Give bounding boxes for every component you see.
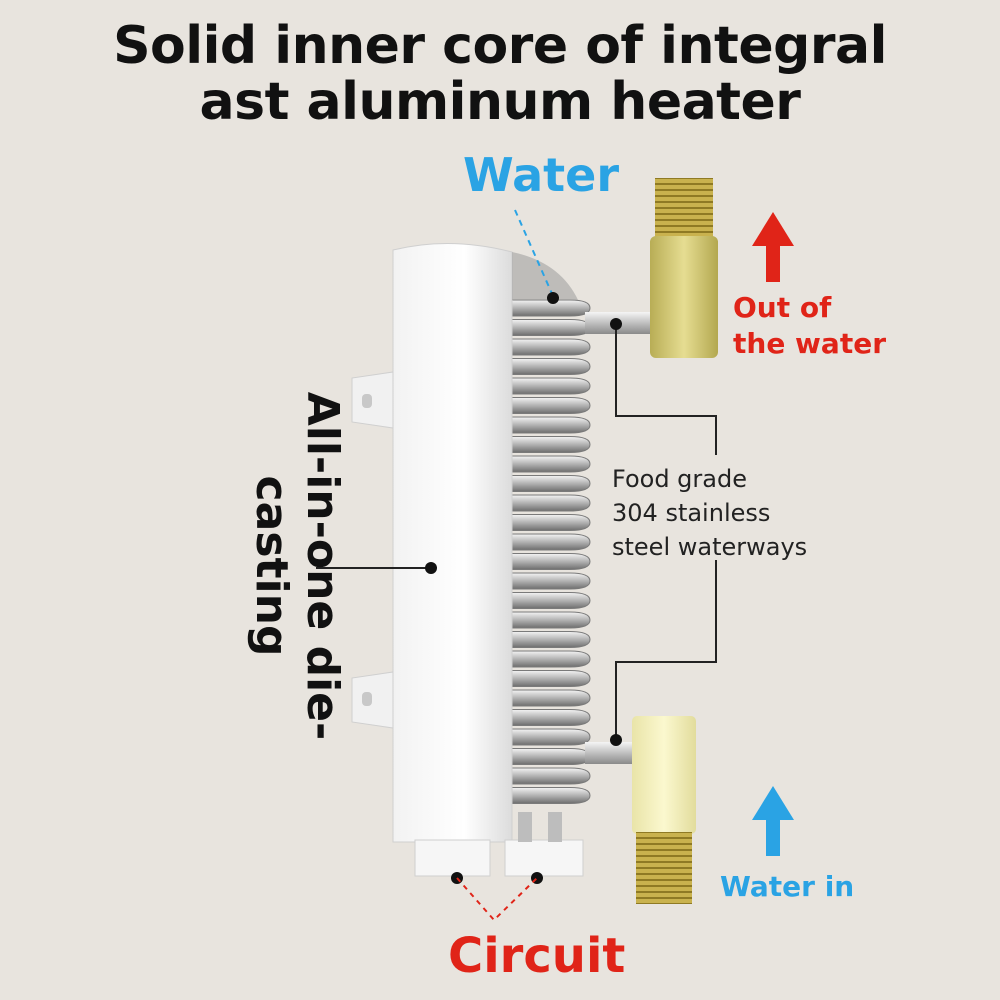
coil-loop xyxy=(504,416,591,434)
stainless-coil xyxy=(504,299,591,804)
food-label-line-1: Food grade xyxy=(612,465,747,493)
title-line-2: ast aluminum heater xyxy=(199,72,801,132)
coil-loop xyxy=(504,455,591,473)
coil-loop xyxy=(504,689,591,707)
arrow-up-red-icon xyxy=(752,212,794,282)
leader-dot xyxy=(425,562,437,574)
food-grade-label: Food grade 304 stainless steel waterways xyxy=(612,462,807,564)
coil-loop xyxy=(504,299,591,317)
out-label-line-1: Out of xyxy=(733,291,832,324)
circuit-label: Circuit xyxy=(448,928,626,984)
circuit-connector-right xyxy=(504,839,584,877)
food-grade-leader-bottom xyxy=(615,560,717,738)
coil-loop xyxy=(504,572,591,590)
outlet-fitting xyxy=(650,178,718,358)
arrow-up-blue-icon xyxy=(752,786,794,856)
water-leader-line xyxy=(514,209,554,297)
coil-loop xyxy=(504,767,591,785)
water-label: Water xyxy=(463,148,620,202)
food-grade-leader-top xyxy=(615,325,717,455)
terminal-post xyxy=(548,812,562,842)
leader-dot xyxy=(610,318,622,330)
coil-loop xyxy=(504,728,591,746)
mounting-tab-lower xyxy=(351,671,394,729)
coil-loop xyxy=(504,533,591,551)
terminal-post xyxy=(518,812,532,842)
leader-dot xyxy=(610,734,622,746)
out-of-water-label: Out of the water xyxy=(733,290,886,362)
coil-loop xyxy=(504,592,591,609)
coil-loop xyxy=(504,436,591,453)
food-label-line-2: 304 stainless xyxy=(612,499,771,527)
coil-loop xyxy=(504,397,591,414)
water-point-dot xyxy=(547,292,559,304)
coil-loop xyxy=(504,358,591,375)
coil-loop xyxy=(504,514,591,531)
coil-loop xyxy=(504,631,591,648)
coil-loop xyxy=(504,670,591,687)
coil-loop xyxy=(504,494,591,512)
circuit-connector-left xyxy=(414,839,491,877)
die-casting-label: All-in-one die-casting xyxy=(246,391,348,741)
circuit-leader xyxy=(456,877,538,922)
coil-loop xyxy=(504,377,591,395)
title-line-1: Solid inner core of integral xyxy=(113,16,887,76)
mounting-tab-upper xyxy=(351,371,394,429)
coil-loop xyxy=(504,319,591,336)
coil-loop xyxy=(504,650,591,668)
coil-loop xyxy=(504,611,591,629)
food-label-line-3: steel waterways xyxy=(612,533,808,561)
coil-loop xyxy=(504,748,591,765)
page-title: Solid inner core of integral ast aluminu… xyxy=(0,18,1000,130)
die-cast-body xyxy=(392,243,578,843)
inlet-fitting xyxy=(632,716,696,904)
coil-loop xyxy=(504,709,591,726)
coil-loop xyxy=(504,475,591,492)
coil-loop xyxy=(504,338,591,356)
inlet-pipe xyxy=(585,742,637,764)
water-in-label: Water in xyxy=(720,870,855,903)
coil-loop xyxy=(504,553,591,570)
out-label-line-2: the water xyxy=(733,327,887,360)
coil-loop xyxy=(504,787,591,804)
